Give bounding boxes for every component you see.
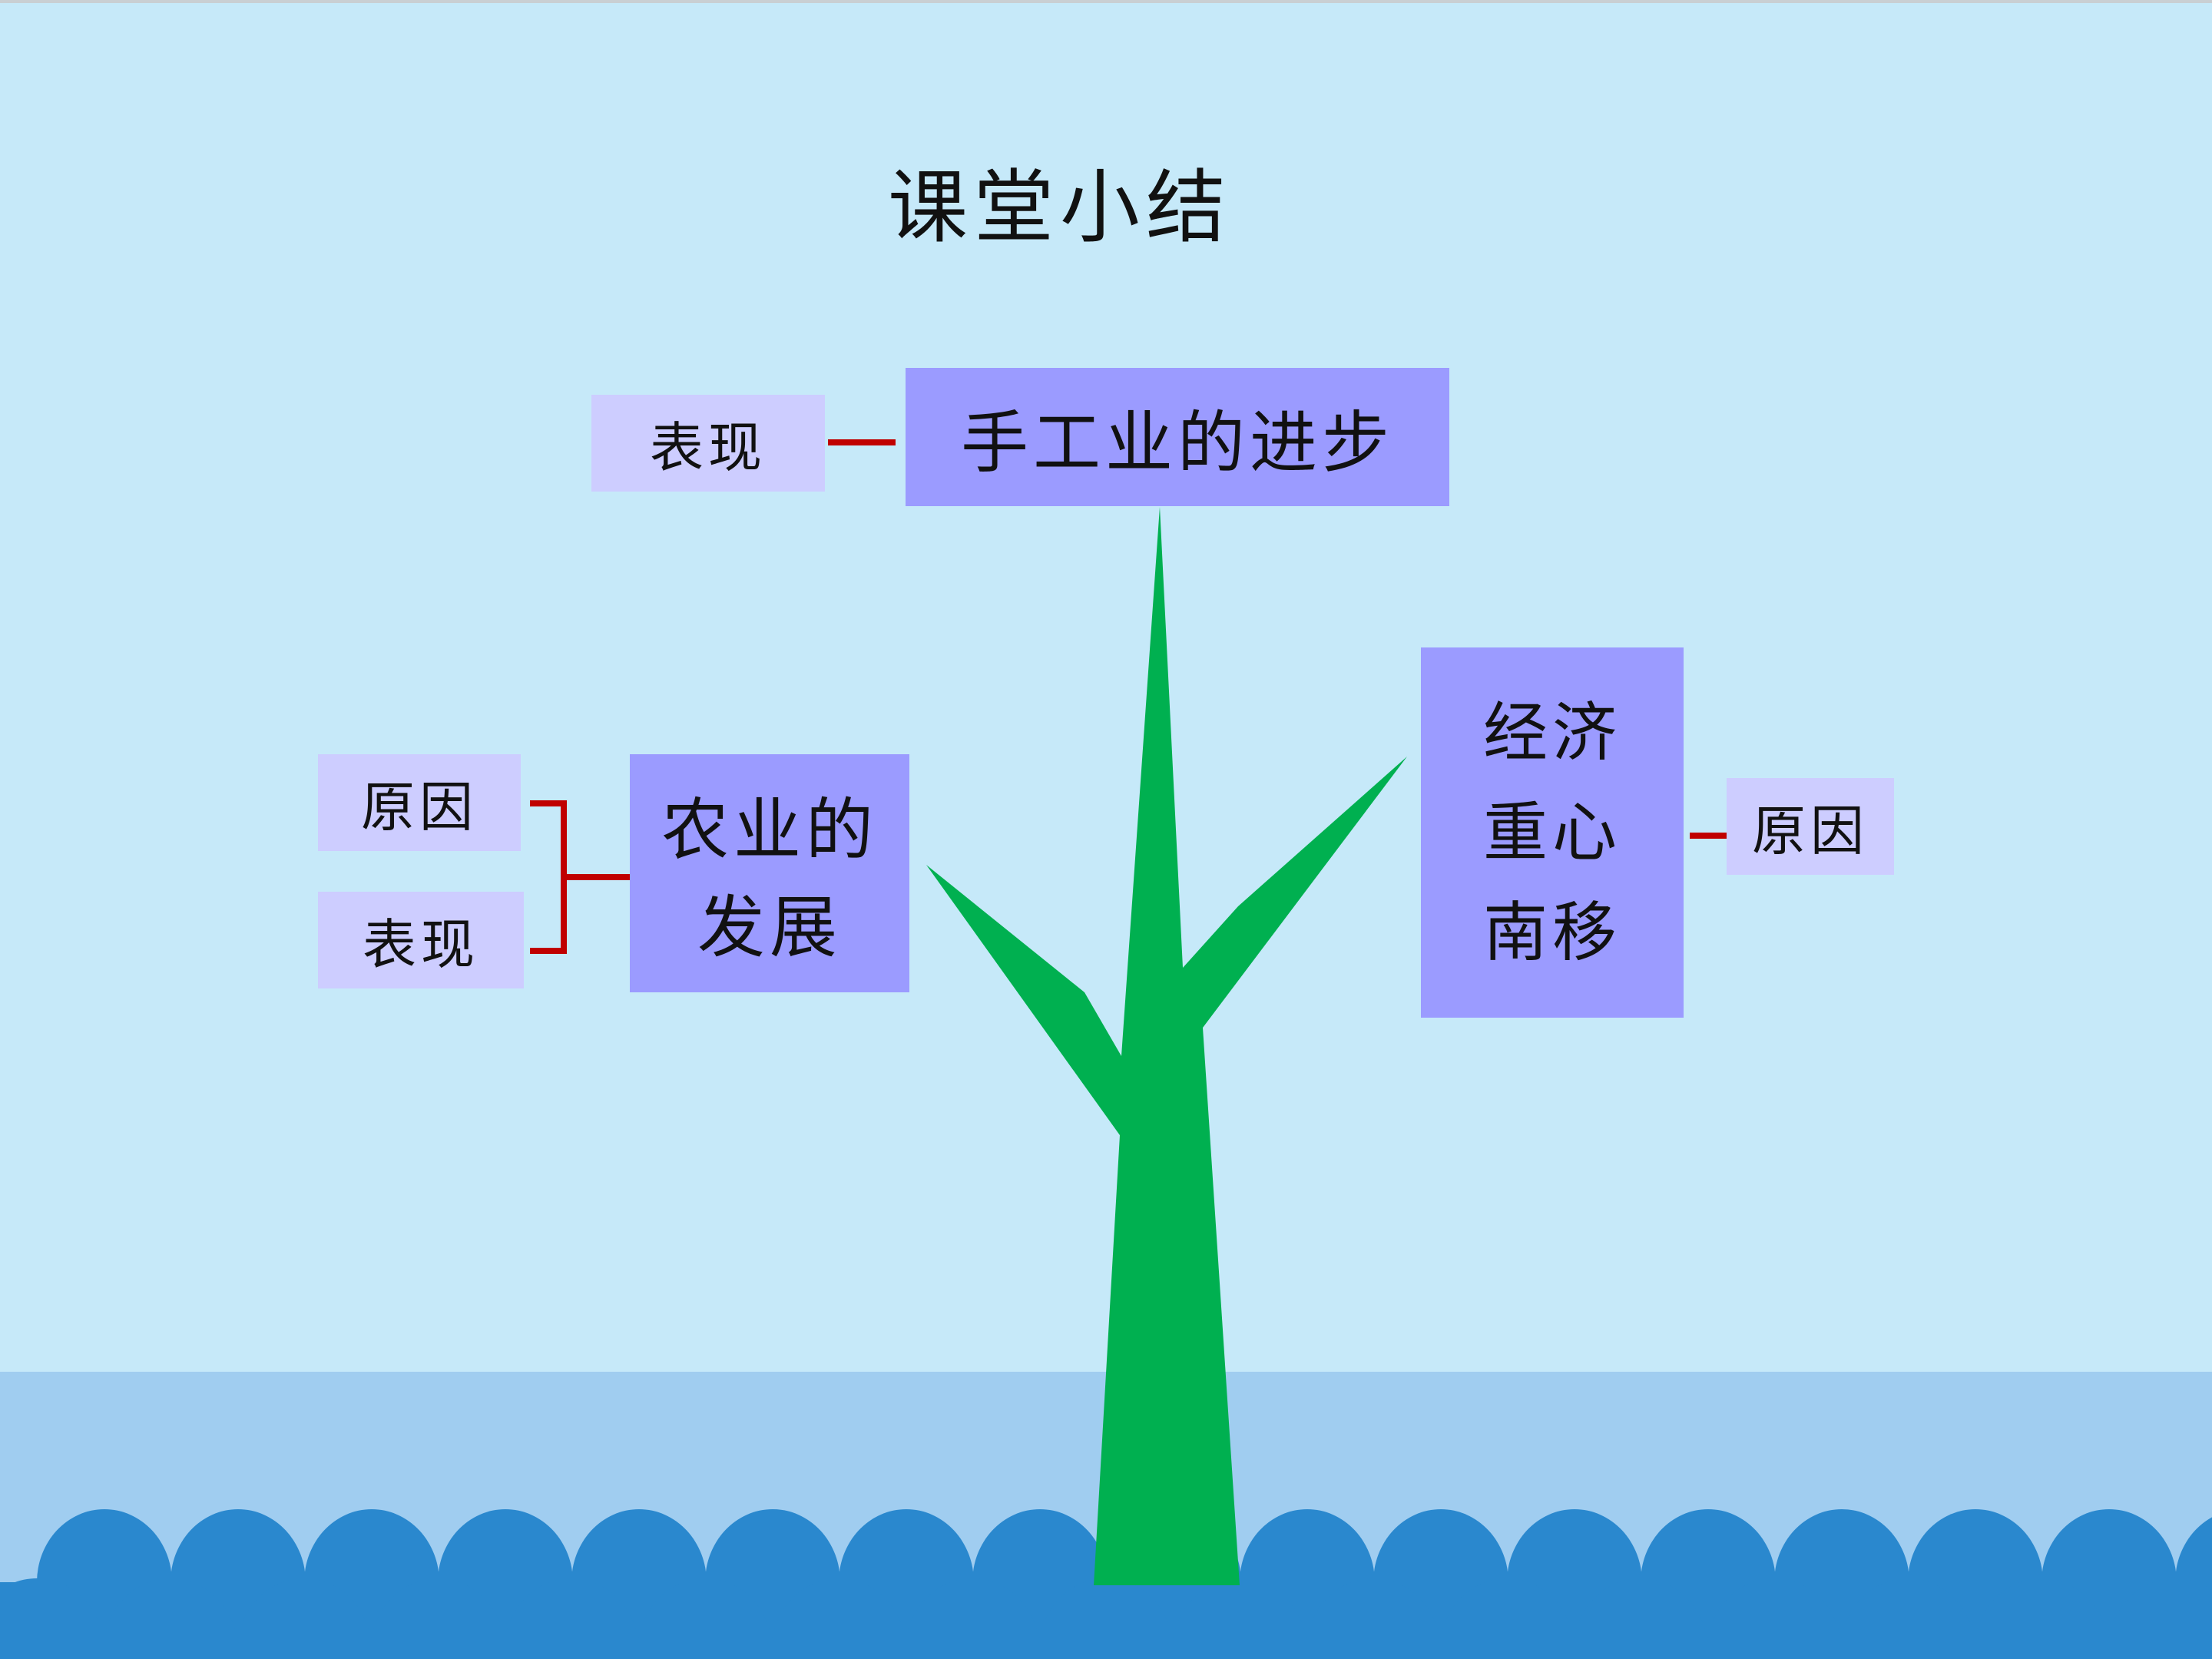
node-handicraft-detail: 表现: [591, 395, 825, 492]
wave-scallop-front: [1707, 1578, 1842, 1659]
node-agriculture: 农业的 发展: [630, 754, 909, 992]
wave-scallop-front: [1306, 1578, 1441, 1659]
wave-scallop-front: [370, 1578, 505, 1659]
node-economy-line-3: 南移: [1482, 895, 1621, 971]
page-title: 课堂小结: [887, 161, 1232, 254]
bracket-agriculture: [530, 800, 567, 954]
wave-scallop-front: [905, 1578, 1040, 1659]
node-economy-line-2: 重心: [1482, 794, 1621, 870]
wave-scallop-front: [504, 1578, 639, 1659]
node-handicraft-detail-label: 表现: [650, 416, 767, 479]
node-agriculture-cause: 原因: [318, 754, 521, 851]
node-agriculture-detail: 表现: [318, 892, 524, 988]
node-economy-cause-label: 原因: [1752, 799, 1869, 863]
node-economy-cause: 原因: [1727, 778, 1894, 875]
node-agriculture-line-1: 农业的: [661, 790, 878, 869]
wave-scallop-front: [1439, 1578, 1575, 1659]
wave-scallop-front: [1172, 1578, 1307, 1659]
wave-scallop-front: [0, 1578, 104, 1659]
wave-scallop-front-base: [0, 1651, 2212, 1659]
wave-scallop-front: [237, 1578, 372, 1659]
sky-background: [0, 0, 2212, 3]
wave-scallop-front: [1038, 1578, 1174, 1659]
node-agriculture-line-2: 发展: [697, 888, 842, 967]
node-handicraft-label: 手工业的进步: [960, 402, 1394, 482]
node-economy: 经济 重心 南移: [1421, 647, 1684, 1018]
wave-scallop-front: [103, 1578, 238, 1659]
tree-trunk: [926, 507, 1407, 1585]
wave-scallop-front: [637, 1578, 773, 1659]
connectors: [530, 439, 1727, 954]
wave-scallop-front: [1974, 1578, 2109, 1659]
wave-scallop-front: [1840, 1578, 1975, 1659]
wave-scallop-front: [1573, 1578, 1708, 1659]
node-handicraft: 手工业的进步: [906, 368, 1449, 506]
wave-scallop-front: [2108, 1578, 2212, 1659]
wave-scallop-front: [771, 1578, 906, 1659]
node-economy-line-1: 经济: [1482, 694, 1621, 770]
waves-front-row: [0, 1578, 2212, 1659]
node-agriculture-detail-label: 表现: [363, 912, 479, 976]
node-agriculture-cause-label: 原因: [361, 775, 478, 839]
